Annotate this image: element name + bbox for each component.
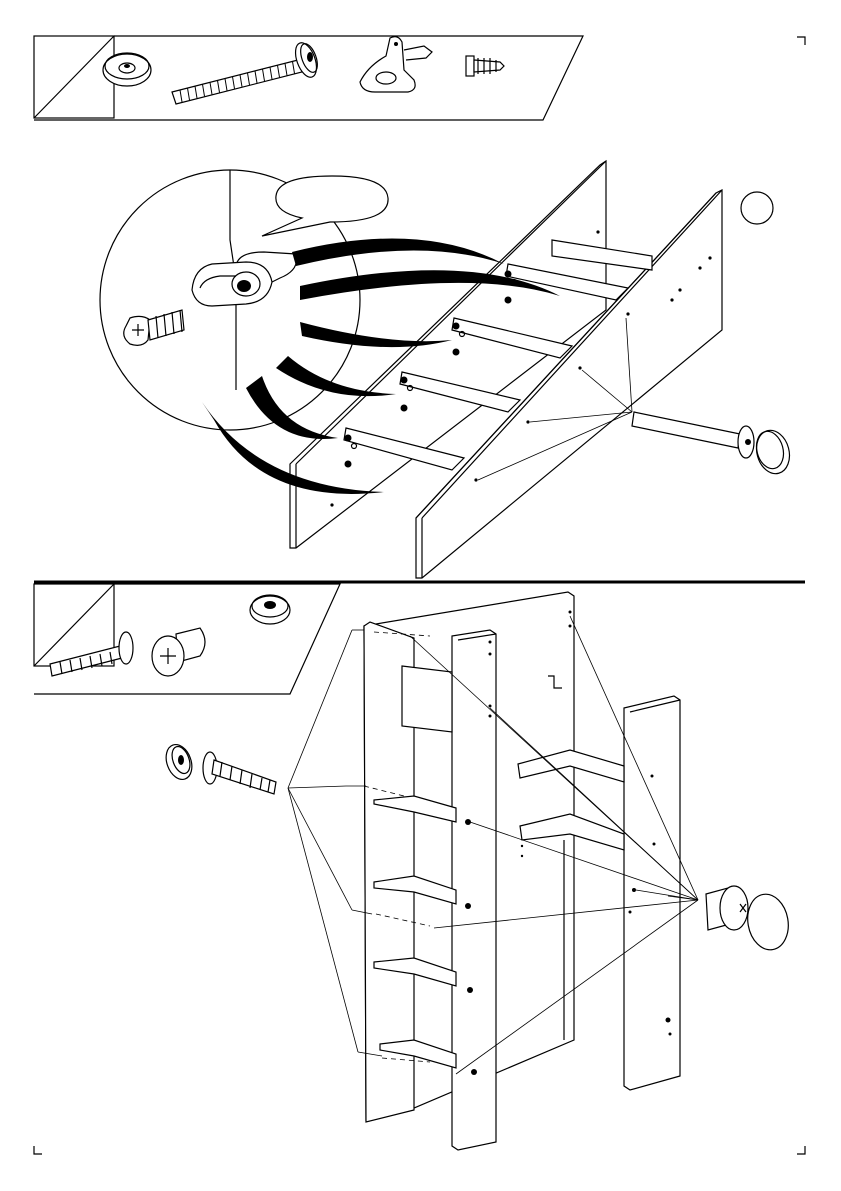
frame-barrel-nut <box>706 886 793 953</box>
panel-marker-circle <box>741 192 773 224</box>
corner-mark-bottom-left <box>34 1146 42 1154</box>
cover-cap-icon <box>250 595 290 624</box>
cam-cover-cap-icon <box>103 53 151 86</box>
step-a-diagonal <box>34 36 114 118</box>
connector-bolt-icon <box>50 632 133 676</box>
bookcase-frame-assembly <box>364 592 680 1150</box>
corner-mark-top-right <box>797 37 805 45</box>
long-connector-bolt-icon <box>172 40 321 104</box>
rail-connector-bolt <box>632 412 794 477</box>
barrel-nut-icon <box>152 628 205 676</box>
ladder-frame-assembly <box>290 161 773 578</box>
corner-mark-bottom-right <box>797 1146 805 1154</box>
frame-connector-bolt <box>162 741 276 794</box>
shelf-support-bracket-icon <box>360 37 432 92</box>
short-screw-icon <box>466 56 504 76</box>
